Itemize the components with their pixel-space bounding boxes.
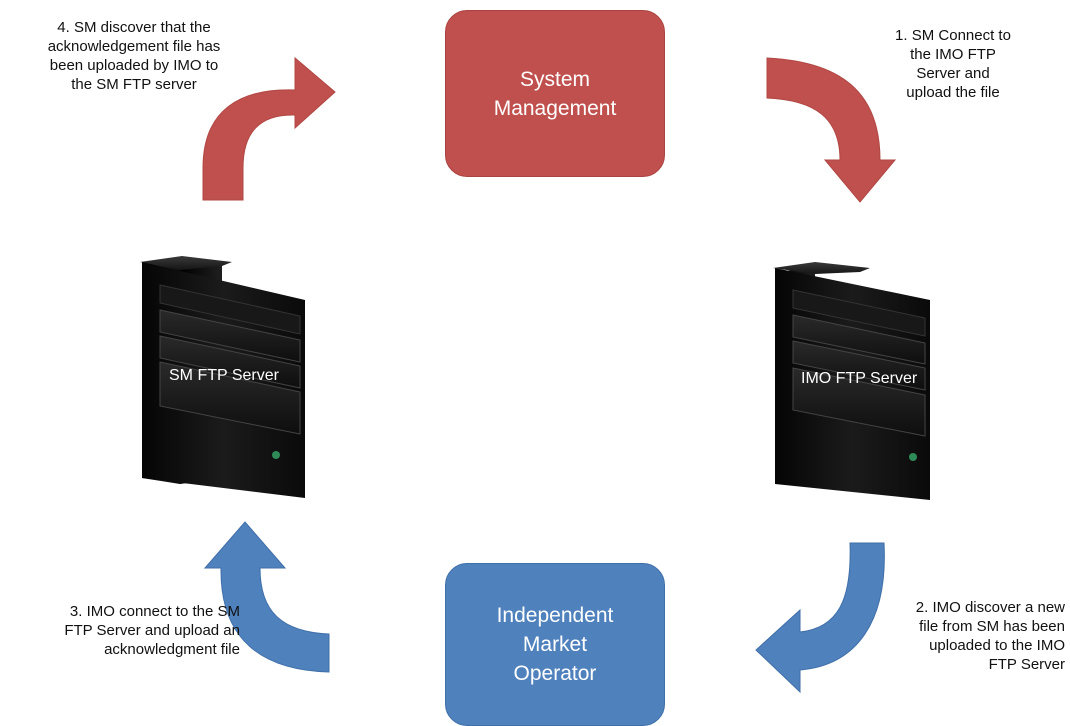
server-icon <box>773 262 930 500</box>
step-4-line: acknowledgement file has <box>47 38 221 55</box>
imo-ftp-server-label: IMO FTP Server <box>801 370 918 387</box>
step-2-line: FTP Server <box>988 656 1065 673</box>
step-3-line: FTP Server and upload an <box>64 622 240 639</box>
step-3-line: 3. IMO connect to the SM <box>69 603 240 620</box>
independent-market-operator-box: Independent Market Operator <box>445 563 665 726</box>
step-2-text: 2. IMO discover a new file from SM has b… <box>840 598 1065 674</box>
step-2-line: uploaded to the IMO <box>929 637 1065 654</box>
step-1-line: upload the file <box>906 84 1000 101</box>
curved-arrow-icon <box>203 521 330 673</box>
step-4-line: the SM FTP server <box>71 76 197 93</box>
step-1-line: 1. SM Connect to <box>895 27 1011 44</box>
step-2-line: 2. IMO discover a new <box>915 599 1065 616</box>
curved-arrow-icon <box>766 57 897 203</box>
imo-label-line1: Independent <box>496 604 614 627</box>
system-management-box: System Management <box>445 10 665 177</box>
imo-label-line2: Market <box>522 633 588 656</box>
step-1-text: 1. SM Connect to the IMO FTP Server and … <box>828 26 1070 102</box>
sm-ftp-server-label: SM FTP Server <box>169 367 279 384</box>
step-2-line: file from SM has been <box>919 618 1065 635</box>
curved-arrow-icon <box>202 56 336 201</box>
step-1-line: the IMO FTP <box>910 46 996 63</box>
step-3-text: 3. IMO connect to the SM FTP Server and … <box>0 602 240 659</box>
step-4-line: 4. SM discover that the <box>57 19 211 36</box>
server-icon <box>140 256 305 498</box>
step-4-line: been uploaded by IMO to <box>49 57 219 74</box>
step-3-line: acknowledgment file <box>104 641 240 658</box>
system-management-label-line2: Management <box>493 96 617 120</box>
step-4-text: 4. SM discover that the acknowledgement … <box>0 18 268 94</box>
curved-arrow-icon <box>755 542 885 694</box>
step-1-line: Server and <box>916 65 990 82</box>
system-management-label-line1: System <box>519 67 590 91</box>
imo-label-line3: Operator <box>513 662 597 685</box>
